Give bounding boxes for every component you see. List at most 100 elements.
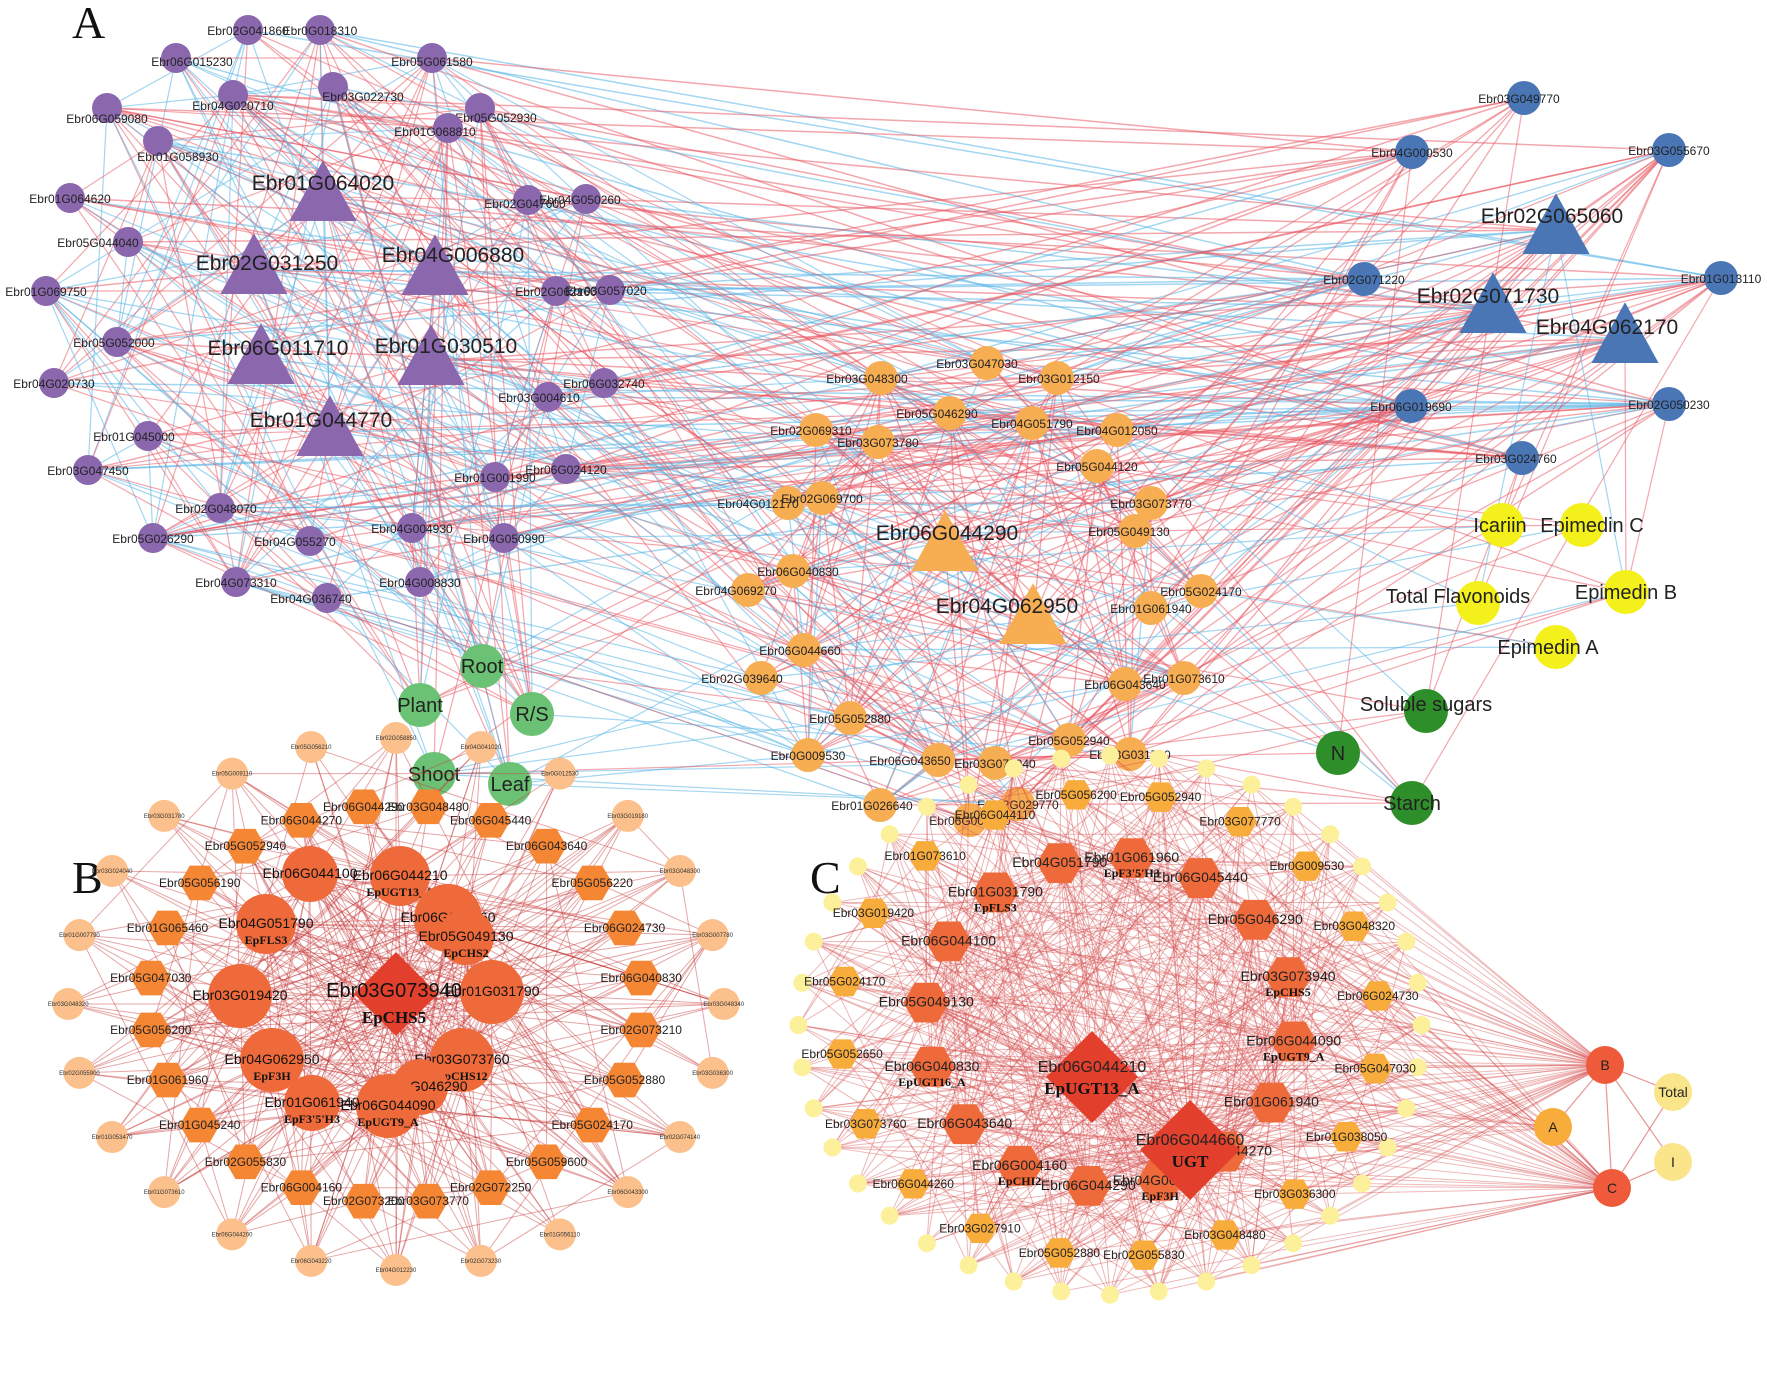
node-label: Ebr02G055830 bbox=[205, 1155, 287, 1169]
network-edge bbox=[167, 991, 493, 1081]
network-edge bbox=[265, 923, 493, 993]
trait-label: Icariin bbox=[1473, 515, 1526, 537]
node-ebr04g055270: Ebr04G055270 bbox=[254, 526, 336, 556]
network-edge bbox=[925, 796, 1161, 1003]
network-edge bbox=[271, 991, 493, 1061]
network-edge bbox=[219, 502, 1152, 509]
network-edge bbox=[931, 877, 1201, 1068]
hexagon-marker bbox=[1108, 838, 1155, 879]
network-edge bbox=[219, 94, 234, 509]
network-edge bbox=[87, 469, 809, 756]
node-ebr01g073610: Ebr01G073610 bbox=[144, 1176, 185, 1209]
node-ebr06g043220: Ebr06G043220 bbox=[291, 1244, 332, 1277]
hexagon-marker bbox=[572, 1107, 613, 1143]
node-label: Ebr03G073770 bbox=[1110, 497, 1192, 511]
network-edge bbox=[1091, 796, 1162, 1073]
network-edge bbox=[1374, 1068, 1613, 1189]
outer-node-marker bbox=[1284, 1234, 1303, 1253]
network-edge bbox=[310, 1003, 397, 1262]
network-edge bbox=[199, 1124, 233, 1235]
network-edge bbox=[319, 29, 1365, 280]
node-label: Ebr05G046290 bbox=[1208, 911, 1303, 927]
network-edge bbox=[1251, 1064, 1606, 1266]
circle-marker bbox=[356, 1074, 420, 1138]
node-label: Ebr03G012150 bbox=[1018, 372, 1100, 386]
network-edge bbox=[1116, 229, 1557, 431]
network-edge bbox=[431, 57, 1670, 405]
hexagon-marker bbox=[572, 865, 613, 901]
network-edge bbox=[1124, 338, 1626, 685]
node-ebr06g043640: Ebr06G043640 bbox=[917, 1104, 1012, 1145]
circle-marker bbox=[1604, 570, 1648, 614]
node-ebr06g045440: Ebr06G045440 bbox=[1153, 858, 1248, 898]
network-edge bbox=[1075, 794, 1272, 1103]
network-edge bbox=[787, 502, 1136, 532]
network-edge bbox=[798, 1024, 1272, 1104]
network-edge bbox=[801, 982, 966, 1125]
network-edge bbox=[1183, 677, 1339, 754]
network-edge bbox=[995, 892, 1161, 1182]
network-edge bbox=[447, 127, 1152, 504]
network-edge bbox=[1109, 755, 1201, 879]
network-edge bbox=[1059, 862, 1379, 997]
node-label: Ebr01G056110 bbox=[540, 1232, 581, 1238]
gene-name-label: EpF3H bbox=[1142, 1189, 1180, 1203]
outer-node-marker bbox=[917, 1234, 936, 1253]
network-edge bbox=[395, 815, 629, 1005]
node-label: Ebr06G044090 bbox=[341, 1097, 436, 1113]
node-label: Ebr03G073770 bbox=[388, 1194, 470, 1208]
node-ebr02g065060: Ebr02G065060 bbox=[1481, 193, 1623, 254]
node-label: Ebr06G043650 bbox=[869, 754, 951, 768]
network-edge bbox=[813, 1002, 927, 1109]
trait-node-total: Total bbox=[1654, 1073, 1692, 1111]
node-ebr04g008830: Ebr04G008830 bbox=[379, 567, 461, 597]
circle-marker bbox=[205, 493, 235, 523]
circle-marker bbox=[1394, 389, 1428, 423]
network-edge bbox=[844, 981, 1093, 1073]
circle-marker bbox=[397, 513, 427, 543]
network-edge bbox=[399, 870, 680, 877]
network-edge bbox=[311, 1102, 547, 1163]
network-edge bbox=[925, 862, 1061, 1003]
network-edge bbox=[1091, 995, 1378, 1073]
node-label: Ebr01G013110 bbox=[1681, 272, 1762, 286]
network-edge bbox=[87, 469, 533, 715]
network-edge bbox=[232, 1200, 364, 1235]
network-edge bbox=[994, 814, 1093, 1073]
network-edge bbox=[1287, 976, 1389, 1148]
network-edge bbox=[995, 758, 1160, 893]
network-edge bbox=[1255, 919, 1606, 1066]
node-label: Ebr05G052940 bbox=[205, 839, 287, 853]
node-ebr0g012530: Ebr0G012530 bbox=[541, 757, 579, 790]
node-label: Ebr06G044090 bbox=[1246, 1032, 1341, 1048]
network-edge bbox=[419, 199, 529, 706]
network-edge bbox=[624, 934, 714, 1081]
network-edge bbox=[585, 198, 988, 364]
network-edge bbox=[857, 865, 1289, 978]
outer-node-marker bbox=[1412, 1016, 1431, 1034]
network-edge bbox=[300, 820, 482, 1262]
network-edge bbox=[53, 196, 324, 384]
network-edge bbox=[760, 338, 1626, 679]
node-label: Ebr02G055900 bbox=[59, 1071, 100, 1077]
node-ebr06g044100: Ebr06G044100 bbox=[901, 921, 996, 962]
network-edge bbox=[760, 677, 1413, 804]
circle-marker bbox=[1395, 135, 1429, 169]
network-edge bbox=[235, 199, 529, 583]
network-edge bbox=[503, 468, 567, 539]
network-edge bbox=[112, 870, 493, 993]
circle-marker bbox=[978, 746, 1012, 780]
panel-c: C Ebr05G052940Ebr03G077770Ebr0G009530Ebr… bbox=[789, 746, 1692, 1304]
network-edge bbox=[1329, 833, 1606, 1066]
node-ebr03g004610: Ebr03G004610 bbox=[498, 382, 580, 412]
circle-marker bbox=[589, 368, 619, 398]
node-label: Ebr01G064020 bbox=[252, 172, 394, 195]
node-ebr05g052930: Ebr05G052930 bbox=[455, 93, 537, 125]
network-edge bbox=[926, 758, 1159, 808]
network-edge bbox=[150, 737, 397, 1031]
circle-marker bbox=[833, 701, 867, 735]
node-ebr02g073200: Ebr02G073200 bbox=[323, 1183, 405, 1219]
network-edge bbox=[931, 919, 1256, 1068]
network-edge bbox=[1087, 919, 1256, 1187]
